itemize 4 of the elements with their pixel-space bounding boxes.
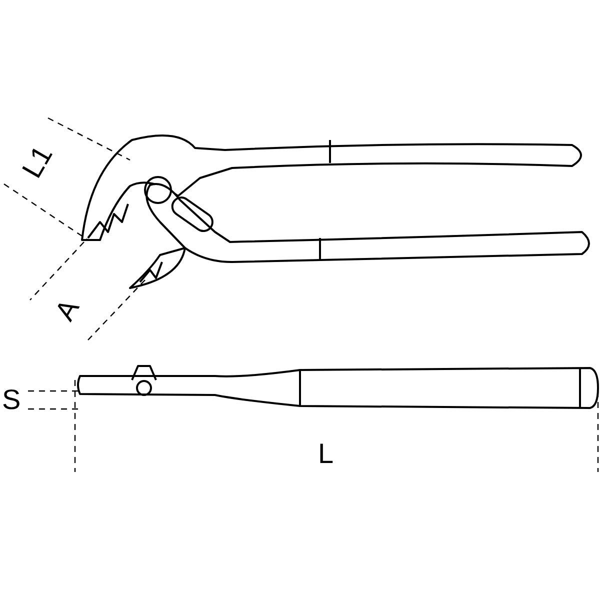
dimension-label: S: [2, 386, 21, 414]
dimension-label: L: [318, 440, 334, 468]
dimension-label: L1: [18, 142, 58, 182]
dimension-label: A: [50, 294, 84, 326]
